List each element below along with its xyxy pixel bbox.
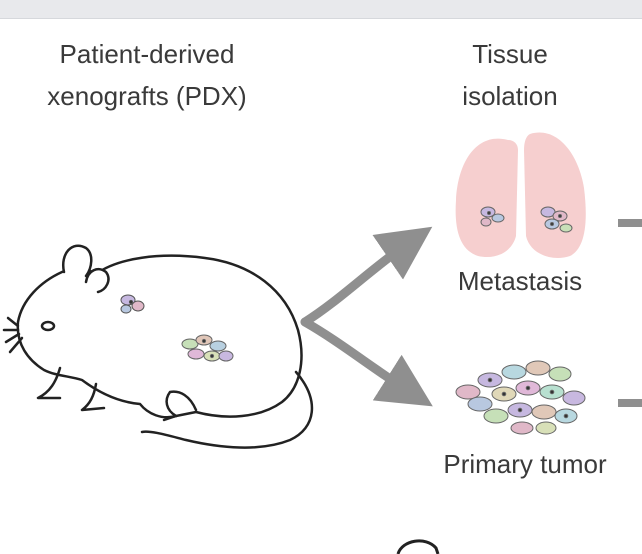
top-bar <box>0 0 642 19</box>
primary-tumor-label: Primary tumor <box>443 449 607 479</box>
partial-icon <box>396 539 440 554</box>
pdx-label-line1: Patient-derived <box>59 39 235 69</box>
metastasis-cells-right <box>540 206 573 233</box>
arrow-to-metastasis <box>300 226 433 327</box>
mouse-cell-cluster-lower <box>181 334 234 362</box>
metastasis-cells-left <box>480 206 505 227</box>
mouse-icon <box>2 244 313 449</box>
tissue-label-line2: isolation <box>462 81 558 111</box>
pdx-label-line2: xenografts (PDX) <box>47 81 247 111</box>
arrow-stub-upper <box>618 219 642 227</box>
tissue-label-line1: Tissue <box>472 39 548 69</box>
lungs-icon <box>455 132 586 258</box>
arrow-to-primary <box>300 317 433 407</box>
metastasis-label: Metastasis <box>457 266 583 296</box>
primary-tumor-cells <box>455 360 586 435</box>
mouse-cell-cluster-upper <box>120 294 145 314</box>
arrow-stub-lower <box>618 399 642 407</box>
